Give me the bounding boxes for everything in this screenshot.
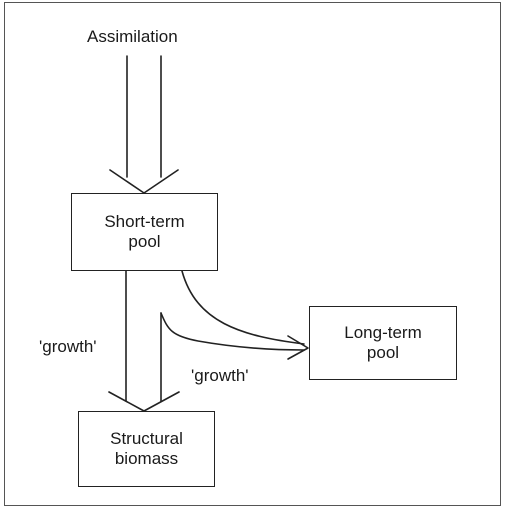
short-term-pool-label-line2: pool	[128, 232, 161, 251]
long-term-arrowhead	[287, 335, 309, 360]
long-term-pool-label-line2: pool	[366, 343, 400, 362]
assimilation-label: Assimilation	[87, 27, 178, 46]
structural-biomass-label-line2: biomass	[114, 449, 179, 468]
long-term-pool-label-line1: Long-term	[344, 323, 422, 342]
long-term-pool-label: Long-term pool	[310, 323, 456, 363]
short-term-pool-label: Short-term pool	[72, 212, 217, 252]
structural-biomass-box: Structural biomass	[78, 411, 215, 487]
long-term-pool-box: Long-term pool	[309, 306, 457, 380]
curved-arrow-upper	[181, 270, 305, 345]
curved-arrow-lower	[160, 312, 305, 351]
growth-label-curved: 'growth'	[191, 366, 249, 385]
structural-biomass-label-line1: Structural	[110, 429, 183, 448]
short-term-pool-box: Short-term pool	[71, 193, 218, 271]
growth-label-vertical: 'growth'	[39, 337, 97, 356]
growth-arrowhead	[108, 391, 180, 412]
structural-biomass-label: Structural biomass	[79, 429, 214, 469]
assimilation-arrowhead	[109, 169, 179, 194]
short-term-pool-label-line1: Short-term	[104, 212, 185, 231]
